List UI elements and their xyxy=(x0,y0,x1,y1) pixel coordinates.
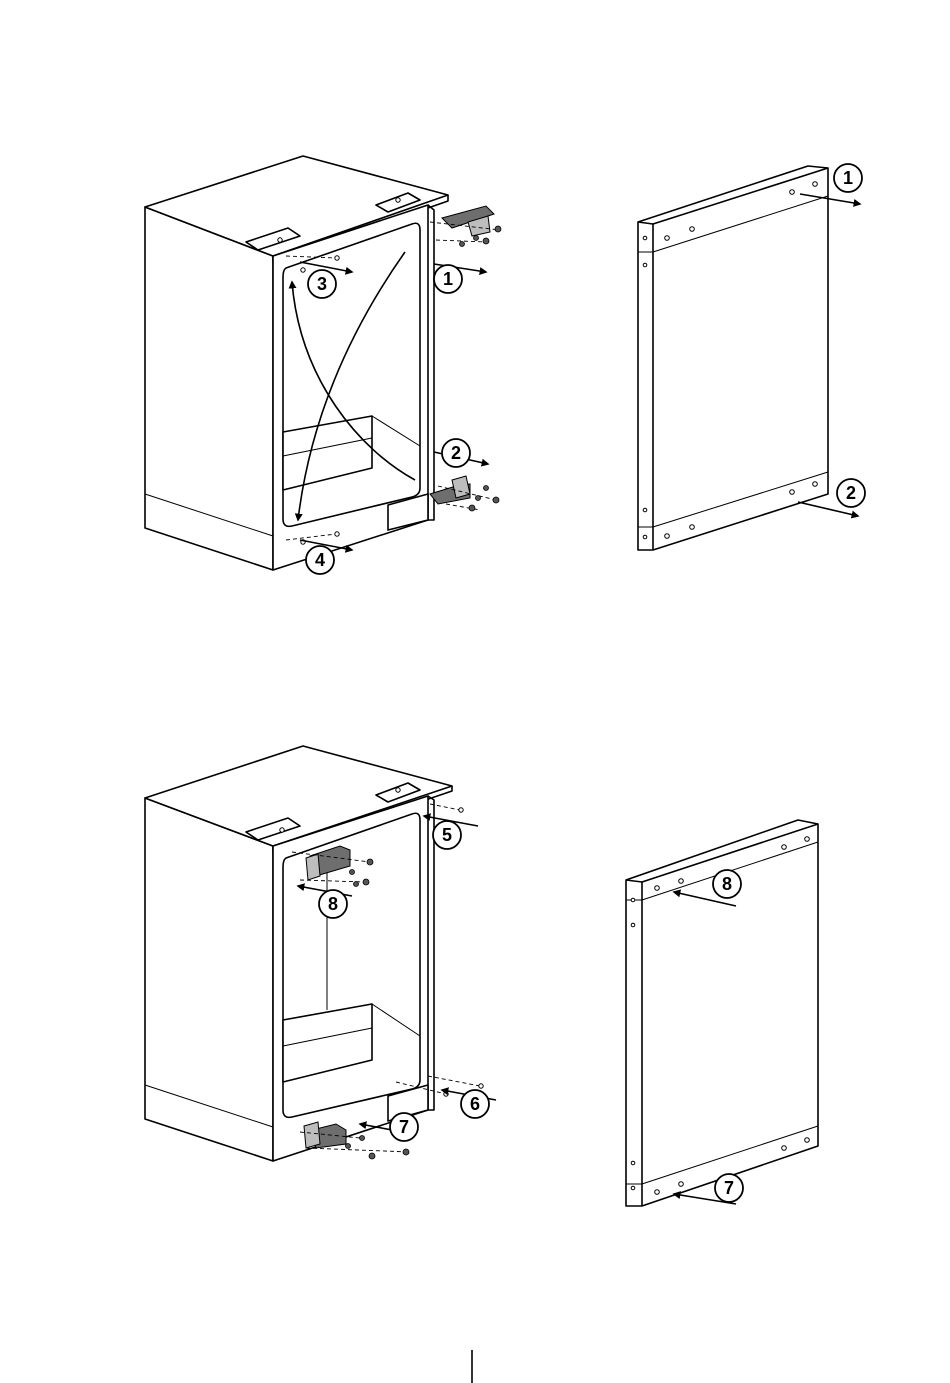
step-badge-4: 4 xyxy=(306,546,334,574)
step-badge-6: 6 xyxy=(461,1090,489,1118)
svg-text:3: 3 xyxy=(317,274,327,294)
svg-text:8: 8 xyxy=(328,894,338,914)
step-badge-1-cabinet: 1 xyxy=(434,265,462,293)
step-badge-1-door: 1 xyxy=(834,164,862,192)
svg-text:1: 1 xyxy=(843,168,853,188)
svg-text:6: 6 xyxy=(470,1094,480,1114)
top-cabinet xyxy=(145,156,448,570)
bottom-cabinet xyxy=(145,746,452,1161)
step-badge-2-cabinet: 2 xyxy=(442,439,470,467)
svg-text:7: 7 xyxy=(724,1178,734,1198)
top-door-panel xyxy=(638,166,828,550)
svg-text:2: 2 xyxy=(846,483,856,503)
step-badge-2-door: 2 xyxy=(837,479,865,507)
svg-text:7: 7 xyxy=(399,1117,409,1137)
step-badge-7-cabinet: 7 xyxy=(390,1113,418,1141)
svg-text:5: 5 xyxy=(442,825,452,845)
svg-text:2: 2 xyxy=(451,443,461,463)
step-badge-8-door: 8 xyxy=(713,870,741,898)
svg-text:4: 4 xyxy=(315,550,325,570)
step-badge-3: 3 xyxy=(308,270,336,298)
svg-text:8: 8 xyxy=(722,874,732,894)
step-badge-8-cabinet: 8 xyxy=(319,890,347,918)
top-hinge-upper xyxy=(430,206,501,247)
step-badge-7-door: 7 xyxy=(715,1174,743,1202)
top-hinge-lower xyxy=(430,476,499,511)
svg-text:1: 1 xyxy=(443,269,453,289)
step-badge-5: 5 xyxy=(433,821,461,849)
